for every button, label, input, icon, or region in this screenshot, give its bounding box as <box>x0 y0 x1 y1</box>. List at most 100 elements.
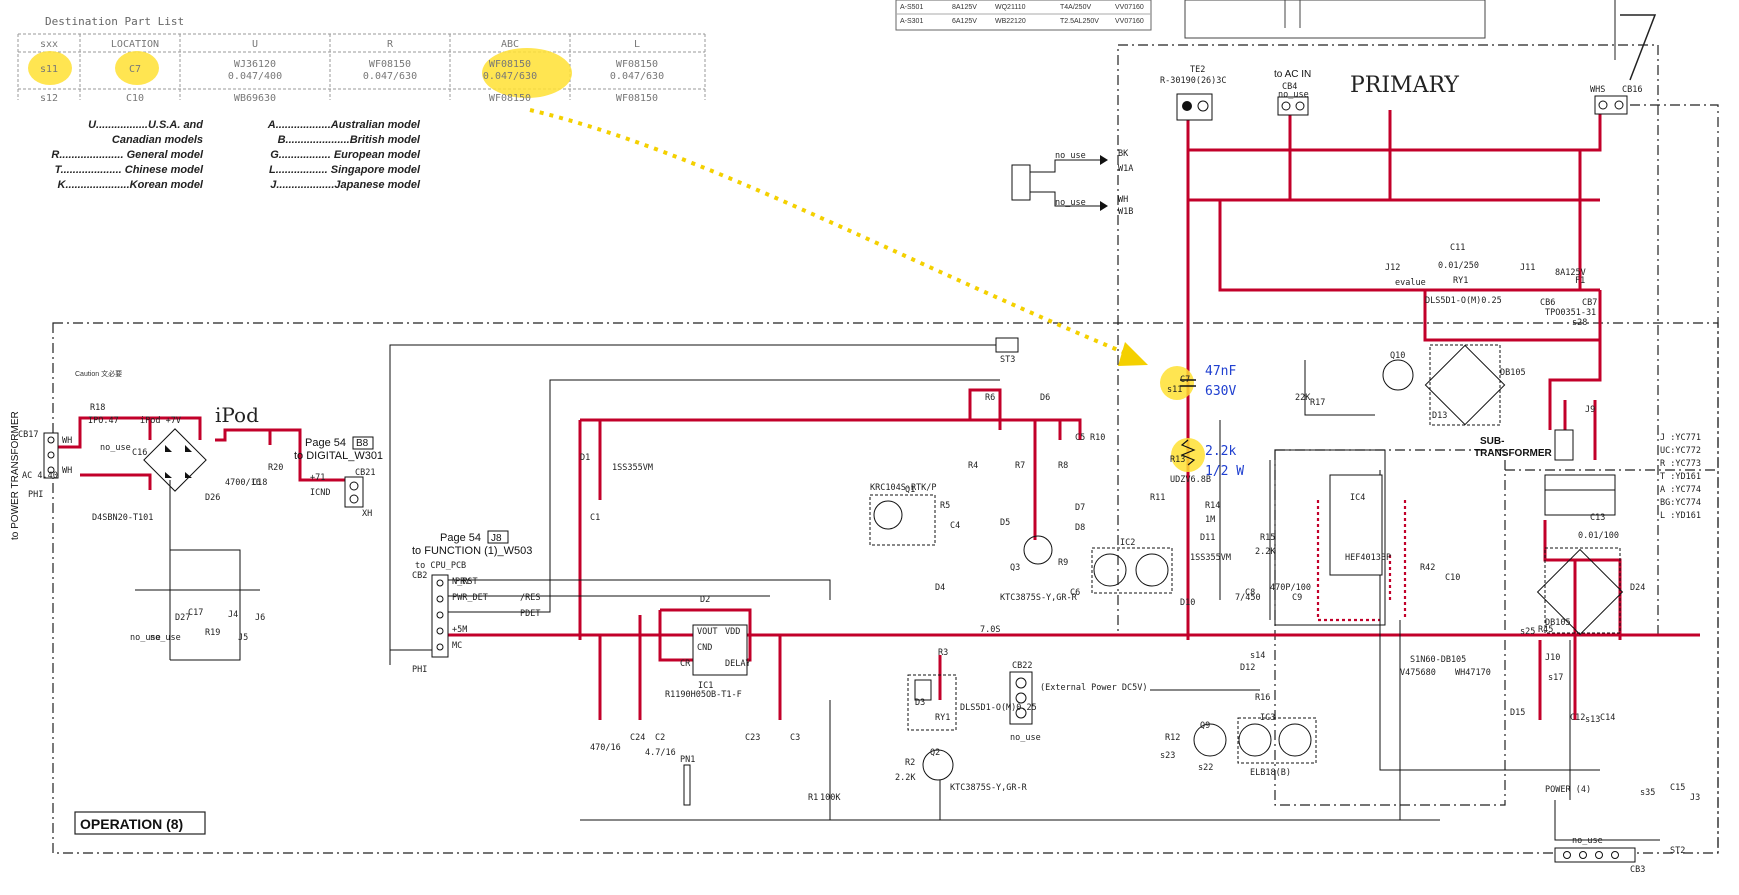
table-header-cell: ABC <box>501 39 519 50</box>
component-label-pn1: PN1 <box>680 755 695 765</box>
component-label-cb7: CB7 <box>1582 298 1597 308</box>
to-power-transformer-label: to POWER TRANSFORMER <box>10 411 21 540</box>
component-label-mc: MC <box>452 641 462 651</box>
component-label-udz: UDZV6.8B <box>1170 475 1211 485</box>
component-label-phi: PHI <box>28 490 43 500</box>
component-label-cb16: CB16 <box>1622 85 1642 95</box>
component-label-r9: R9 <box>1058 558 1068 568</box>
component-label-c4700: 4700/16 <box>225 478 261 488</box>
component-label-d2: D2 <box>700 595 710 605</box>
component-label-j11: J11 <box>1520 263 1535 273</box>
component-label-s35: s35 <box>1640 788 1655 798</box>
component-label-db105b: DB105 <box>1545 618 1571 628</box>
component-label-r8: R8 <box>1058 461 1068 471</box>
legend-left-item: T.................... Chinese model <box>55 164 204 176</box>
component-label-c2: C2 <box>655 733 665 743</box>
model-code-label: L :YD161 <box>1660 511 1701 521</box>
component-label-delay: DELAY <box>725 659 751 669</box>
component-label-res: /RES <box>520 593 540 603</box>
table-cell: WF08150 <box>616 93 658 104</box>
component-label-xh: XH <box>362 509 372 519</box>
component-label-j9: J9 <box>1585 405 1595 415</box>
component-label-c16: C16 <box>132 448 147 458</box>
model-code-label: J :YC771 <box>1660 433 1701 443</box>
component-label-r16: R16 <box>1255 693 1270 703</box>
legend-right-item: J...................Japanese model <box>270 179 421 191</box>
component-label-d5: D5 <box>1000 518 1010 528</box>
fuse-table-cell: 6A125V <box>952 18 977 25</box>
component-label-dls: DLS5D1-O(M)0.25 <box>960 703 1037 713</box>
table-header-cell: LOCATION <box>111 39 159 50</box>
table-header-cell: U <box>252 39 258 50</box>
legend-left-item: Canadian models <box>112 134 203 146</box>
component-label-ic2: IC2 <box>1120 538 1135 548</box>
component-label-d3: D3 <box>915 698 925 708</box>
component-label-s14: s14 <box>1250 651 1265 661</box>
component-label-p5m: +5M <box>452 625 467 635</box>
component-label-cb17: CB17 <box>18 430 38 440</box>
component-label-dls2: DLS5D1-O(M)0.25 <box>1425 296 1502 306</box>
component-label-q10: Q10 <box>1390 351 1405 361</box>
components <box>43 93 1636 863</box>
component-label-d8: D8 <box>1075 523 1085 533</box>
component-label-j10: J10 <box>1545 653 1560 663</box>
component-label-v705: 7.0S <box>980 625 1000 635</box>
r13-value-annotation: 2.2k <box>1205 444 1236 459</box>
component-label-d7: D7 <box>1075 503 1085 513</box>
component-label-evalue: evalue <box>1395 278 1426 288</box>
component-label-r13: R13 <box>1170 455 1185 465</box>
fuse-table-cell: T4A/250V <box>1060 4 1091 11</box>
fuse-table-cell: 8A125V <box>952 4 977 11</box>
component-label-wh1: WH <box>1118 195 1128 205</box>
component-label-d15: D15 <box>1510 708 1525 718</box>
component-label-no-use: no_use <box>1055 198 1086 208</box>
component-label-elb: ELB18(B) <box>1250 768 1291 778</box>
component-label-d6: D6 <box>1040 393 1050 403</box>
highlight-r13 <box>1171 438 1205 472</box>
component-label-c12: C12 <box>1570 713 1585 723</box>
legend-right-item: L................. Singapore model <box>269 164 421 176</box>
component-label-r18: R18 <box>90 403 105 413</box>
component-label-j3: J3 <box>1690 793 1700 803</box>
component-label-ic3: IC3 <box>1260 713 1275 723</box>
component-label-c18: C18 <box>252 478 267 488</box>
component-label-d4sbn: D4SBN20-T101 <box>92 513 153 523</box>
external-power-label: (External Power DC5V) <box>1040 683 1147 693</box>
component-label-m1: 1M <box>1205 515 1215 525</box>
component-label-c17: C17 <box>188 608 203 618</box>
model-code-label: R :YC773 <box>1660 459 1701 469</box>
component-label-c10: C10 <box>1445 573 1460 583</box>
component-label-krc: KRC104S-RTK/P <box>870 483 937 493</box>
r13-power-annotation: 1/2 W <box>1205 464 1244 479</box>
component-label-q3: Q3 <box>1010 563 1020 573</box>
table-cell: 0.047/400 <box>228 71 282 82</box>
legend-left-item: U.................U.S.A. and <box>88 119 203 131</box>
component-label-pwr-det: PWR_DET <box>452 593 488 603</box>
component-label-s11: s11 <box>1167 385 1182 395</box>
component-label-s25: s25 <box>1520 627 1535 637</box>
component-label-r22k: 2.2K <box>1255 547 1276 557</box>
table-cell: s11 <box>40 64 58 75</box>
component-label-v475: V475680 <box>1400 668 1436 678</box>
component-label-c47: 4.7/16 <box>645 748 676 758</box>
page54-b8-dest: to DIGITAL_W301 <box>294 450 383 462</box>
ipod-label: iPod <box>215 403 259 427</box>
component-label-d10: D10 <box>1180 598 1195 608</box>
component-label-r2: R2 <box>905 758 915 768</box>
component-label-s1n: S1N60-DB105 <box>1410 655 1466 665</box>
fuse-table-cell: A-S301 <box>900 18 923 25</box>
component-label-c14: C14 <box>1600 713 1615 723</box>
highlight-location <box>115 51 159 85</box>
component-label-vdd: VDD <box>725 627 740 637</box>
fuse-table-cell: A-S501 <box>900 4 923 11</box>
table-header-cell: sxx <box>40 39 58 50</box>
component-label-s28: s28 <box>1572 318 1587 328</box>
component-label-wh: WH <box>62 436 72 446</box>
component-label-p71: +71 <box>310 473 325 483</box>
parts-table-title: Destination Part List <box>45 15 184 28</box>
component-label-c8: C8 <box>1245 588 1255 598</box>
component-label-c01100: 0.01/100 <box>1578 531 1619 541</box>
component-label-cnd: CND <box>697 643 712 653</box>
component-label-ac440: AC 4.40 <box>22 471 58 481</box>
